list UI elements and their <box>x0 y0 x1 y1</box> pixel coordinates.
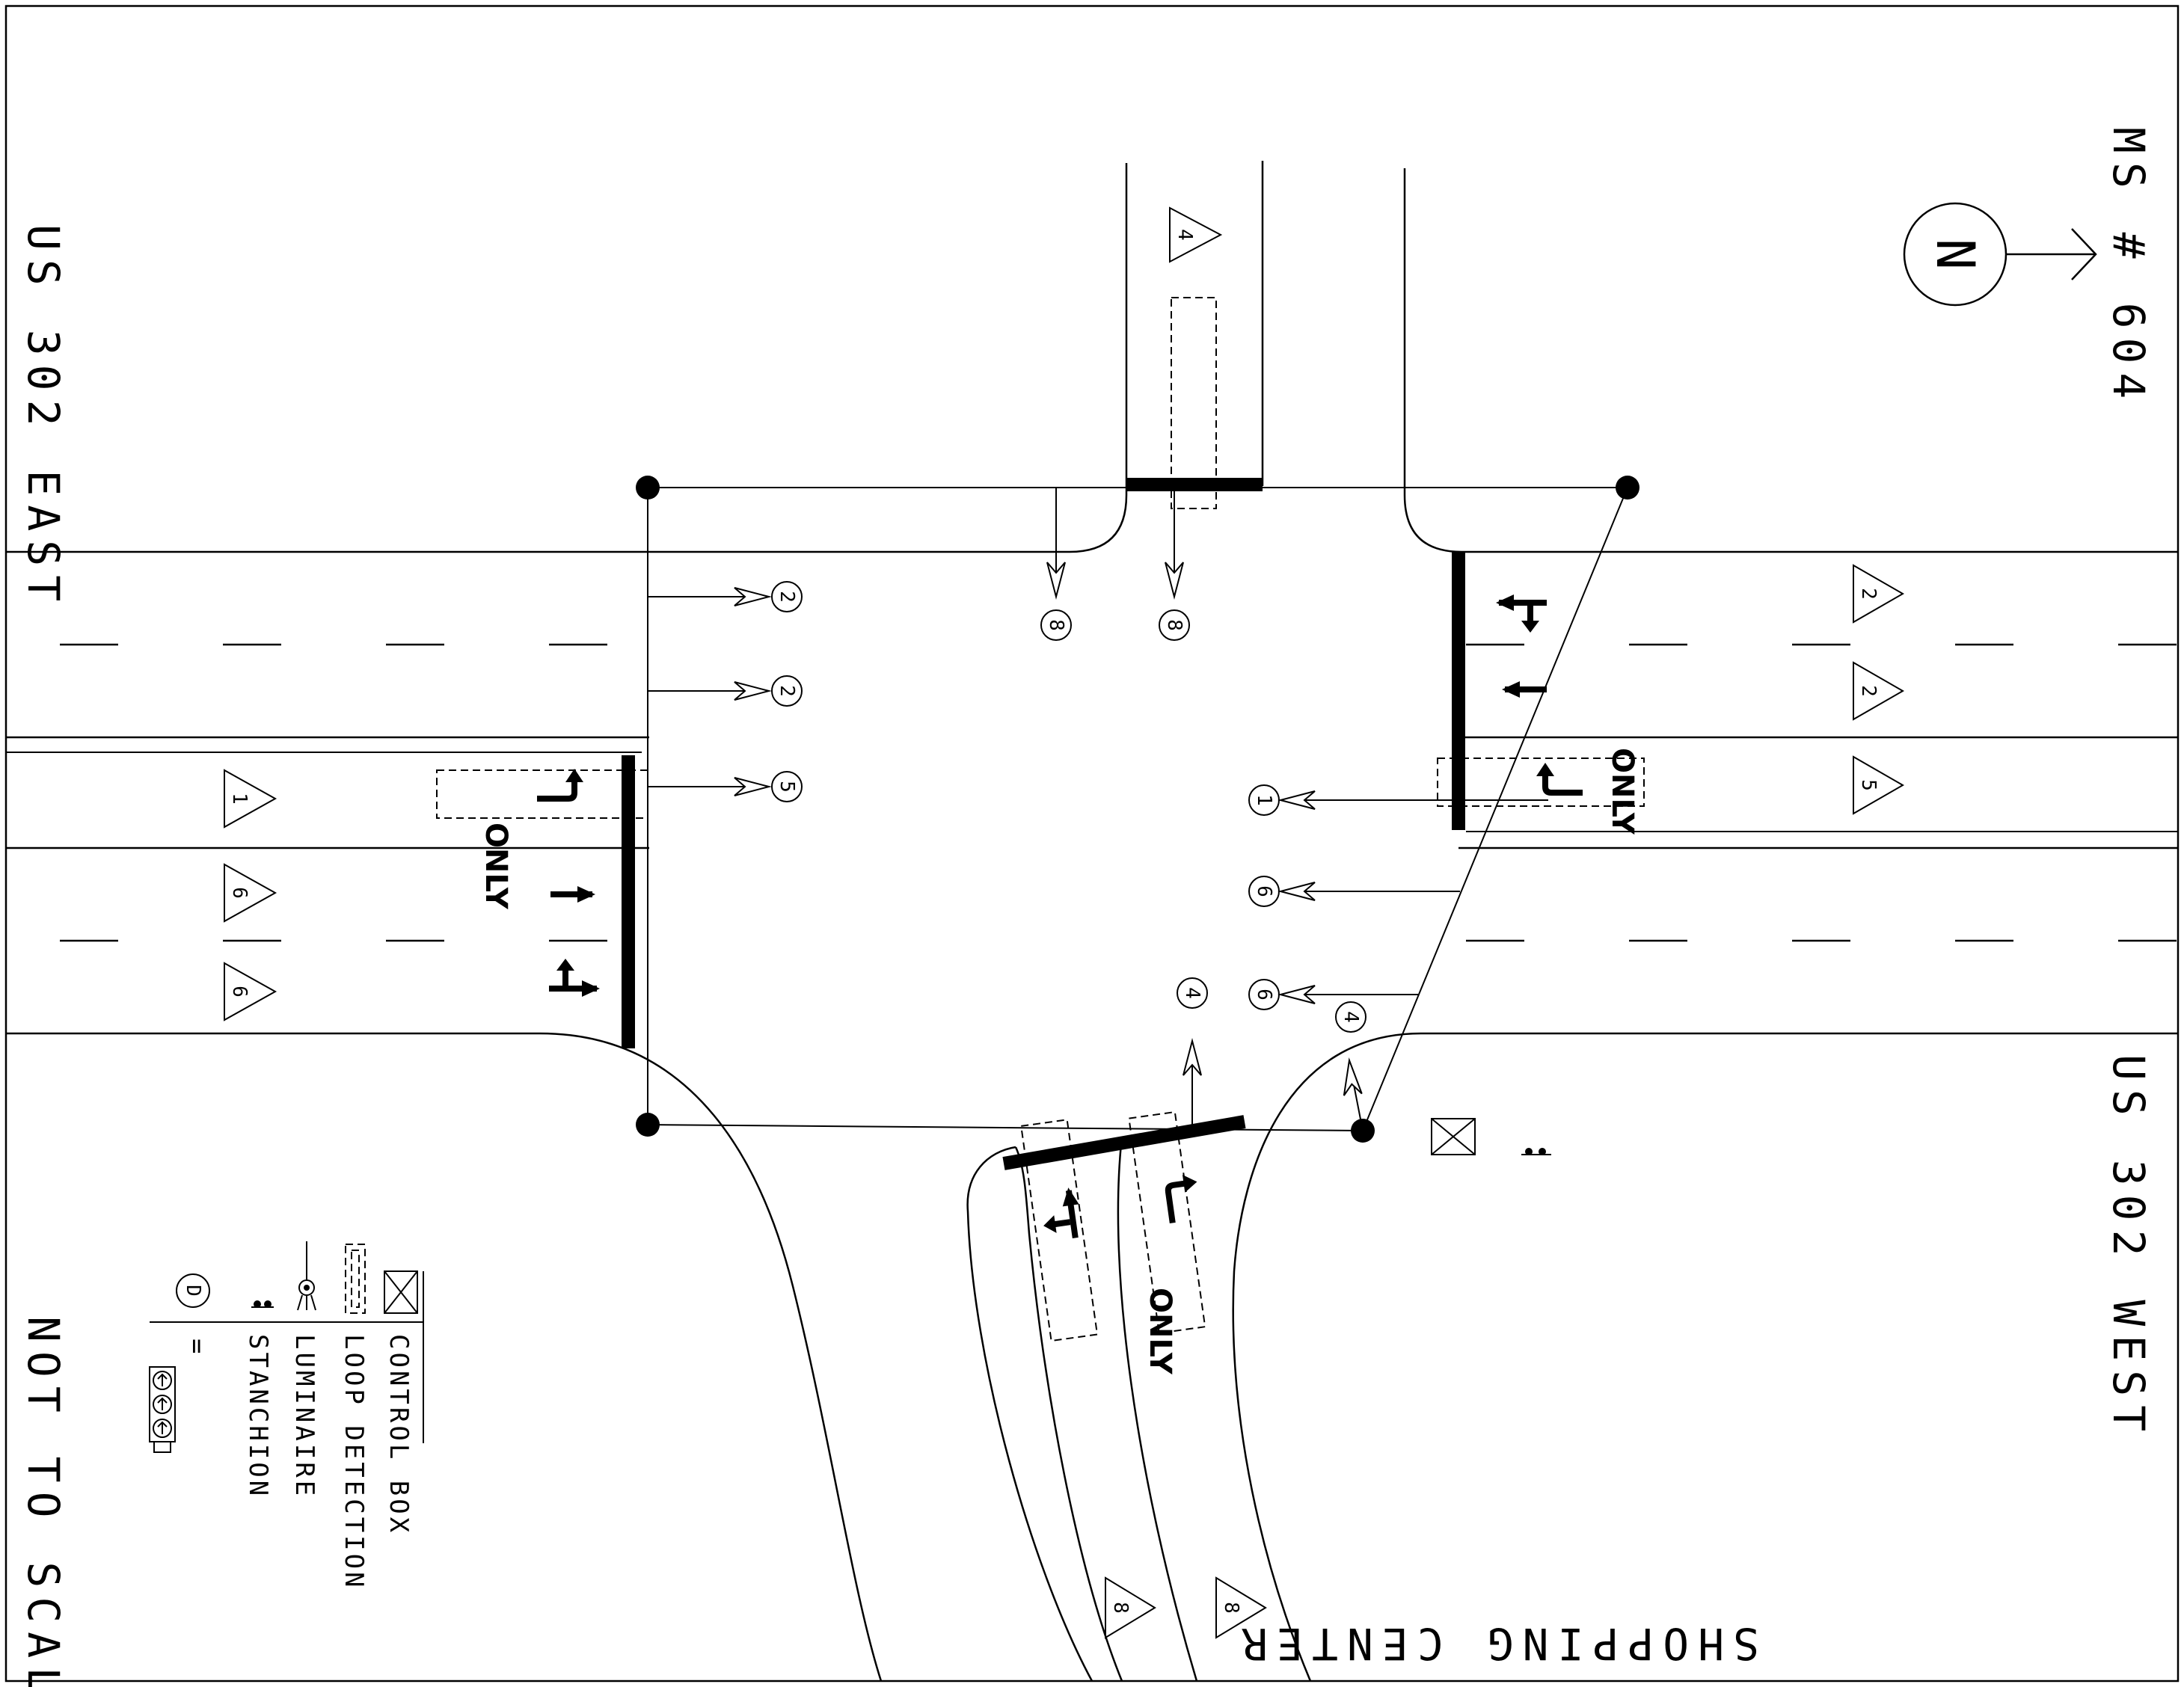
legend-luminaire-label: LUMINAIRE <box>289 1334 319 1499</box>
legend-signal-head-icon <box>149 1366 176 1453</box>
loop-detectors <box>436 297 1645 1342</box>
road-edges <box>6 161 2178 1682</box>
poles <box>636 476 1639 1143</box>
only-marking-west: ONLY <box>479 823 513 910</box>
legend-stanchion-icon <box>251 1300 274 1308</box>
head-label: 6 <box>1253 885 1275 897</box>
legend-control-box-label: CONTROL BOX <box>384 1334 414 1535</box>
head-label: 4 <box>1340 1011 1362 1023</box>
lane-phase: 8 <box>1109 1602 1132 1614</box>
lane-phase: 8 <box>1220 1602 1242 1614</box>
head-label: 6 <box>1253 989 1275 1001</box>
drawing-frame <box>4 4 2180 1683</box>
road-label-us302-west: US 302 WEST <box>2103 1054 2154 1440</box>
legend-equals: = <box>182 1339 212 1356</box>
legend: D = CONTROL BOX LOOP DETECTION LUMINAIRE… <box>149 1241 424 1591</box>
road-label-ms604: MS # 604 <box>2103 127 2154 408</box>
lane-phase-triangles: 4 2 2 5 1 6 6 8 8 <box>224 206 1905 1639</box>
signal-leaders <box>648 488 1548 1131</box>
lane-phase: 6 <box>228 986 251 998</box>
stop-bars <box>622 478 1465 1170</box>
stanchion-icon <box>1521 1148 1551 1155</box>
control-box-icon <box>1431 1118 1476 1155</box>
legend-luminaire-icon <box>297 1241 316 1311</box>
head-label: 2 <box>776 685 798 697</box>
head-label: 8 <box>1163 619 1185 631</box>
legend-phase-symbol: D <box>182 1285 204 1297</box>
legend-stanchion-label: STANCHION <box>243 1334 273 1499</box>
lane-phase: 5 <box>1857 779 1880 791</box>
head-label: 4 <box>1181 987 1203 999</box>
only-marking-south: ONLY <box>1143 1288 1177 1375</box>
head-label: 2 <box>776 591 798 603</box>
lane-phase: 4 <box>1174 229 1196 241</box>
lane-phase: 2 <box>1857 685 1880 697</box>
north-arrow: N <box>1903 202 2097 307</box>
only-marking-east: ONLY <box>1605 748 1639 835</box>
road-label-shopping-center: SHOPPING CENTER <box>1233 1618 1759 1669</box>
legend-loop-icon <box>345 1244 366 1314</box>
signal-head-circles: 2 2 5 8 8 1 6 6 4 4 <box>771 581 1366 1033</box>
legend-phase-circle-icon <box>176 1273 210 1308</box>
road-label-us302-east: US 302 EAST <box>18 224 69 610</box>
lane-phase: 2 <box>1857 588 1880 600</box>
head-label: 8 <box>1045 619 1067 631</box>
lane-dashes <box>60 643 2178 942</box>
head-label: 1 <box>1253 794 1275 806</box>
legend-control-box-icon <box>384 1270 418 1314</box>
not-to-scale-note: NOT TO SCALE <box>18 1316 69 1687</box>
lane-phase: 1 <box>228 793 251 805</box>
lane-phase: 6 <box>228 887 251 899</box>
head-label: 5 <box>776 781 798 793</box>
north-arrow-letter: N <box>1924 239 1986 270</box>
legend-loop-label: LOOP DETECTION <box>339 1334 369 1591</box>
